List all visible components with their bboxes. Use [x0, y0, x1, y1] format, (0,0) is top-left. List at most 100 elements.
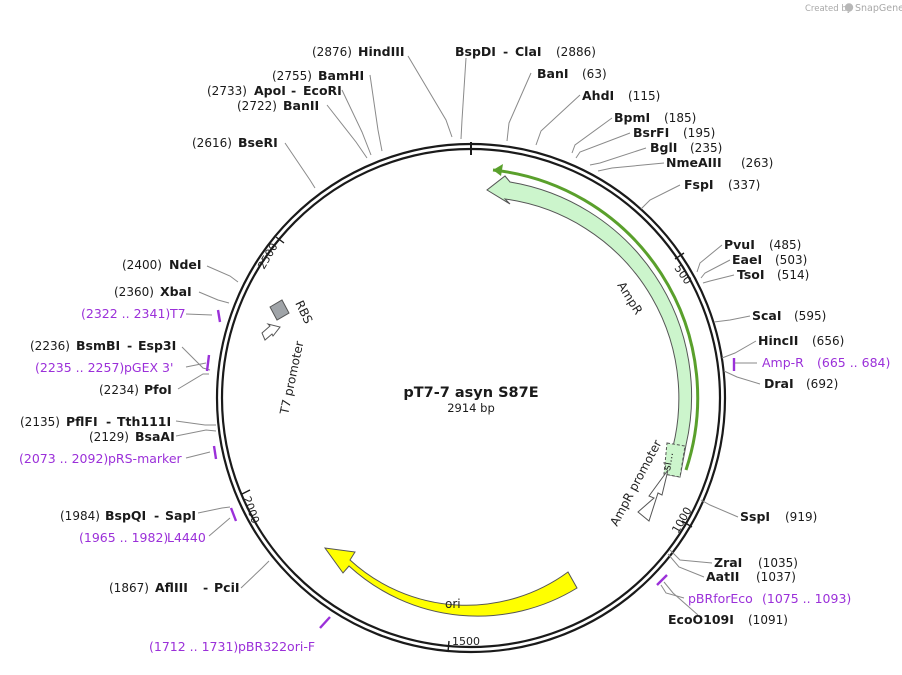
site-tsoi[interactable]: TsoI (514)	[737, 267, 809, 282]
site-bsmbi-esp3i[interactable]: (2236) BsmBI - Esp3I	[30, 338, 176, 353]
primer-pbr322ori-f[interactable]: (1712 .. 1731) pBR322ori-F	[149, 639, 315, 654]
site-bspdi-clai[interactable]: BspDI - ClaI (2886)	[455, 44, 596, 59]
t7-promoter-arrow[interactable]	[261, 323, 281, 341]
ampr-orf-line	[492, 168, 700, 471]
primer-pgex3[interactable]: (2235 .. 2257) pGEX 3'	[35, 360, 173, 375]
site-bpmi-pos: (185)	[664, 111, 696, 125]
site-pvui-pos: (485)	[769, 238, 801, 252]
leader-pflfi	[175, 420, 216, 426]
primer-pbrforeco-range: (1075 .. 1093)	[762, 591, 851, 606]
rbs-label: RBS	[292, 298, 315, 326]
site-bgli[interactable]: BglI (235)	[650, 140, 722, 155]
site-aatii[interactable]: AatII (1037)	[706, 569, 796, 584]
site-separator: -	[503, 44, 508, 59]
site-ecoo109i[interactable]: EcoO109I (1091)	[668, 612, 788, 627]
site-hincii[interactable]: HincII (656)	[758, 333, 844, 348]
snapgene-logo-icon	[844, 3, 854, 12]
primer-marker-pgex3	[205, 354, 211, 372]
leader-ecoo109i	[663, 581, 699, 616]
primer-t7-name: T7	[169, 306, 186, 321]
site-bsrfi-name: BsrFI	[633, 125, 669, 140]
leader-bani	[506, 72, 532, 142]
site-bseri[interactable]: (2616) BseRI	[192, 135, 278, 150]
site-bani[interactable]: BanI (63)	[537, 66, 607, 81]
site-bani-pos: (63)	[582, 67, 607, 81]
primer-pbrforeco-name: pBRforEco	[688, 591, 753, 606]
site-ahdi-name: AhdI	[582, 88, 614, 103]
signal-sequence-box[interactable]	[663, 442, 686, 478]
site-hindiii[interactable]: (2876) HindIII	[312, 44, 405, 59]
site-bamhi[interactable]: (2755) BamHI	[272, 68, 364, 83]
site-pflfi-tth111i[interactable]: (2135) PflFI - Tth111I	[20, 414, 171, 429]
ampr-cds-arrow[interactable]	[486, 175, 693, 478]
site-banii[interactable]: (2722) BanII	[237, 98, 319, 113]
site-bpmi-name: BpmI	[614, 110, 650, 125]
site-bgli-name: BglI	[650, 140, 677, 155]
site-bsaai-name: BsaAI	[135, 429, 175, 444]
site-nmeaiii-name: NmeAIII	[666, 155, 722, 170]
rbs-box[interactable]	[269, 299, 290, 321]
site-bsrfi[interactable]: BsrFI (195)	[633, 125, 715, 140]
site-pcii-name: PciI	[214, 580, 240, 595]
site-separator: -	[203, 580, 208, 595]
leader-bspqi	[197, 506, 231, 514]
site-nmeaiii[interactable]: NmeAIII (263)	[666, 155, 773, 170]
leader-ndei	[206, 265, 239, 283]
site-bsaai[interactable]: (2129) BsaAI	[89, 429, 175, 444]
site-drai[interactable]: DraI (692)	[764, 376, 838, 391]
leader-scai	[713, 315, 751, 323]
site-zrai[interactable]: ZraI (1035)	[714, 555, 798, 570]
site-ndei[interactable]: (2400) NdeI	[122, 257, 202, 272]
primer-t7-range: (2322 .. 2341)	[81, 306, 170, 321]
site-eaei[interactable]: EaeI (503)	[732, 252, 807, 267]
site-afliii-pcii[interactable]: (1867) AflIII - PciI	[109, 580, 240, 595]
leader-hindiii	[407, 55, 453, 138]
leader-lines	[175, 55, 761, 616]
ori-arrow[interactable]	[323, 547, 578, 617]
primer-t7[interactable]: (2322 .. 2341) T7	[81, 306, 186, 321]
site-fspi[interactable]: FspI (337)	[684, 177, 760, 192]
leader-drai	[723, 370, 761, 385]
primer-l4440[interactable]: (1965 .. 1982) L4440	[79, 530, 206, 545]
site-tsoi-name: TsoI	[737, 267, 765, 282]
ruler-label-1000: 1000	[669, 505, 694, 536]
ampr-promoter-arrow[interactable]	[637, 469, 669, 522]
site-eaei-name: EaeI	[732, 252, 762, 267]
branding-created-by: Created by	[805, 4, 852, 14]
site-pvui[interactable]: PvuI (485)	[724, 237, 801, 252]
leader-pvui	[696, 244, 723, 273]
site-drai-pos: (692)	[806, 377, 838, 391]
site-bspqi-sapi[interactable]: (1984) BspQI - SapI	[60, 508, 196, 523]
leader-banii	[326, 104, 368, 159]
primer-amp-r[interactable]: Amp-R (665 .. 684)	[762, 355, 890, 370]
primer-l4440-name: L4440	[167, 530, 206, 545]
site-tth111i-name: Tth111I	[117, 414, 171, 429]
site-bgli-pos: (235)	[690, 141, 722, 155]
site-ecori-name: EcoRI	[303, 83, 342, 98]
site-pfoi[interactable]: (2234) PfoI	[99, 382, 172, 397]
site-scai[interactable]: ScaI (595)	[752, 308, 826, 323]
site-bpmi[interactable]: BpmI (185)	[614, 110, 696, 125]
site-xbai[interactable]: (2360) XbaI	[114, 284, 192, 299]
leader-afliii	[240, 560, 270, 589]
site-ahdi-pos: (115)	[628, 89, 660, 103]
site-xbai-name: XbaI	[160, 284, 192, 299]
leader-xbai	[198, 291, 230, 304]
site-apoi-ecori[interactable]: (2733) ApoI - EcoRI	[207, 83, 342, 98]
site-afliii-name: AflIII	[155, 580, 188, 595]
primer-marker-prs-marker	[212, 445, 218, 460]
site-separator: -	[291, 83, 296, 98]
primer-amp-r-range: (665 .. 684)	[817, 355, 890, 370]
site-bamhi-name: BamHI	[318, 68, 364, 83]
site-banii-name: BanII	[283, 98, 319, 113]
leader-bseri	[284, 142, 316, 189]
leader-sspi	[700, 499, 739, 518]
site-sspi[interactable]: SspI (919)	[740, 509, 817, 524]
site-apoi-name: ApoI	[254, 83, 286, 98]
site-separator: -	[106, 414, 111, 429]
primer-prs-marker[interactable]: (2073 .. 2092) pRS-marker	[19, 451, 183, 466]
site-ahdi[interactable]: AhdI (115)	[582, 88, 660, 103]
primer-pbrforeco[interactable]: pBRforEco (1075 .. 1093)	[688, 591, 851, 606]
